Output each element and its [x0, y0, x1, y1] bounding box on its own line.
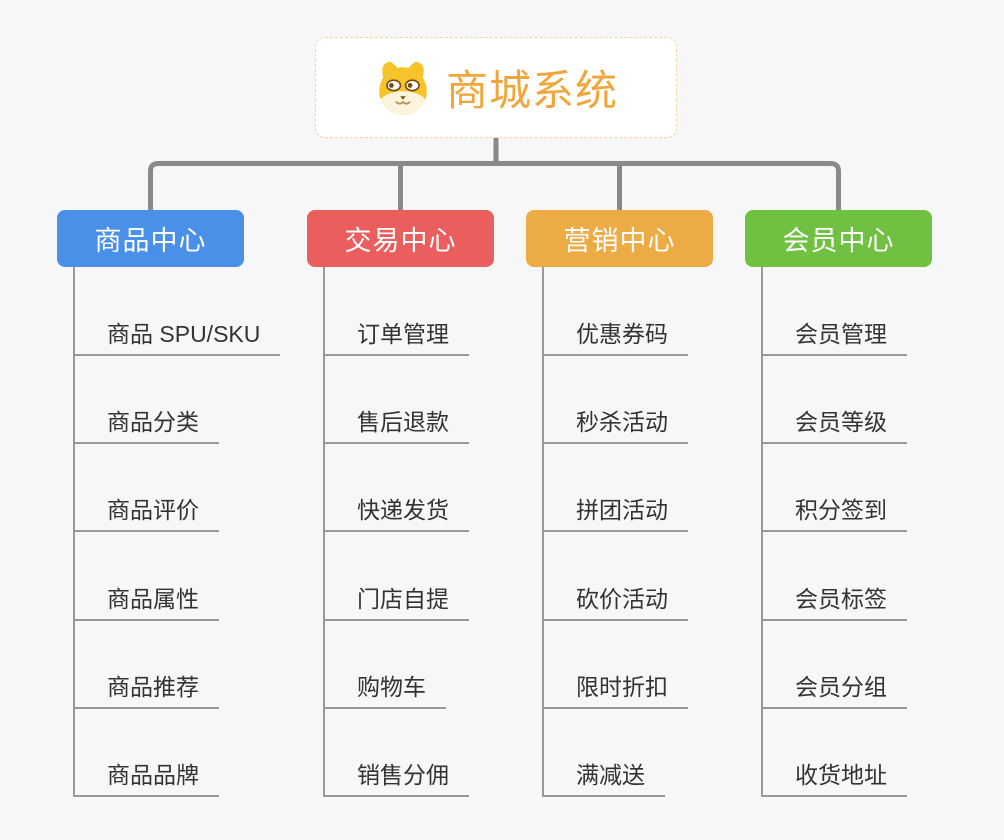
leaf-node[interactable]: 会员等级 [761, 404, 907, 445]
branch-4: 会员中心会员管理会员等级积分签到会员标签会员分组收货地址 [745, 210, 1004, 820]
branch-3: 营销中心优惠券码秒杀活动拼团活动砍价活动限时折扣满减送 [526, 210, 786, 820]
leaf-node[interactable]: 商品分类 [73, 404, 219, 445]
branch-header-node[interactable]: 商品中心 [57, 210, 244, 267]
leaf-node[interactable]: 会员标签 [761, 581, 907, 621]
leaf-node[interactable]: 会员分组 [761, 669, 907, 709]
leaf-node[interactable]: 限时折扣 [542, 669, 688, 709]
leaf-node[interactable]: 拼团活动 [542, 492, 688, 533]
leaf-node[interactable]: 售后退款 [323, 404, 469, 445]
branch-header-node[interactable]: 交易中心 [307, 210, 494, 267]
leaf-node[interactable]: 销售分佣 [323, 757, 469, 797]
leaf-node[interactable]: 秒杀活动 [542, 404, 688, 445]
leaf-node[interactable]: 商品推荐 [73, 669, 219, 709]
leaf-node[interactable]: 会员管理 [761, 316, 907, 356]
bus-connector [148, 161, 841, 211]
leaf-node[interactable]: 商品 SPU/SKU [73, 316, 281, 356]
leaf-node[interactable]: 收货地址 [761, 757, 907, 797]
leaf-node[interactable]: 优惠券码 [542, 316, 688, 356]
dog-face-icon [374, 59, 432, 117]
root-node[interactable]: 商城系统 [315, 37, 677, 138]
leaf-node[interactable]: 商品品牌 [73, 757, 219, 797]
branch-2: 交易中心订单管理售后退款快递发货门店自提购物车销售分佣 [307, 210, 567, 820]
branch-header-node[interactable]: 营销中心 [526, 210, 713, 267]
leaf-node[interactable]: 满减送 [542, 757, 665, 797]
leaf-node[interactable]: 砍价活动 [542, 581, 688, 621]
branch-1: 商品中心商品 SPU/SKU 商品分类商品评价商品属性商品推荐商品品牌 [57, 210, 317, 820]
branch-header-node[interactable]: 会员中心 [745, 210, 932, 267]
leaf-node[interactable]: 快递发货 [323, 492, 469, 533]
leaf-node[interactable]: 购物车 [323, 669, 446, 709]
root-title: 商城系统 [445, 67, 618, 114]
leaf-node[interactable]: 商品属性 [73, 581, 219, 621]
leaf-node[interactable]: 商品评价 [73, 492, 219, 533]
leaf-node[interactable]: 积分签到 [761, 492, 907, 533]
leaf-node[interactable]: 订单管理 [323, 316, 469, 356]
leaf-node[interactable]: 门店自提 [323, 581, 469, 621]
